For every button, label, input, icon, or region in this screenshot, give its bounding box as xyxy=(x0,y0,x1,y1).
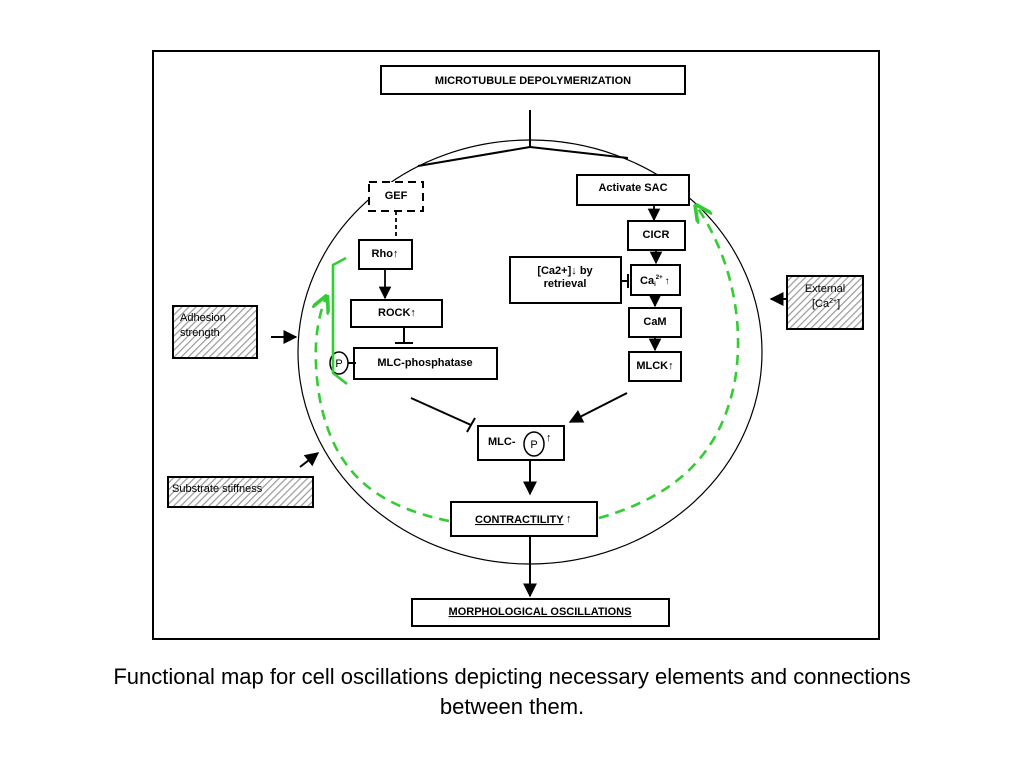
feedback-bracket xyxy=(331,256,348,386)
contractility-box: CONTRACTILITY ↑ xyxy=(450,501,598,537)
substrate-label: Substrate stiffness xyxy=(172,483,263,495)
rho-label: Rho↑ xyxy=(372,248,399,260)
cai-superscript: 2+ xyxy=(656,275,663,281)
microtubule-depolymerization-box: MICROTUBULE DEPOLYMERIZATION xyxy=(380,65,686,95)
outer-frame xyxy=(152,50,880,640)
rock-label: ROCK↑ xyxy=(378,307,416,319)
phosphatase-p-circle: P xyxy=(329,351,356,375)
rock-inhibits-phosphatase xyxy=(395,327,413,344)
contractility-label: CONTRACTILITY xyxy=(475,514,564,526)
external-superscript: 2+ xyxy=(829,298,837,305)
gef-box: GEF xyxy=(368,181,424,212)
mlc-phosphatase-box: MLC-phosphatase xyxy=(353,347,498,380)
activate-sac-box: Activate SAC xyxy=(576,174,690,206)
external-close: ] xyxy=(837,298,840,310)
cicr-box: CICR xyxy=(627,220,686,251)
morphological-label: MORPHOLOGICAL OSCILLATIONS xyxy=(449,606,632,618)
activate-sac-label: Activate SAC xyxy=(598,182,667,194)
cai-arrow: ↑ xyxy=(665,276,670,287)
ca-retrieval-line2: retrieval xyxy=(544,278,587,290)
functional-map-diagram: MICROTUBULE DEPOLYMERIZATION GEF Rho↑ RO… xyxy=(152,50,880,640)
phosphatase-inhibits-mlcp xyxy=(410,397,476,433)
adhesion-line1: Adhesion xyxy=(180,312,226,324)
external-line1: External xyxy=(805,283,845,295)
mlcp-arrow: ↑ xyxy=(546,432,552,444)
mlcp-p-label: P xyxy=(530,439,537,451)
contractility-arrow: ↑ xyxy=(566,513,572,525)
adhesion-strength-box: Adhesion strength xyxy=(172,305,258,359)
mlcp-prefix: MLC- xyxy=(488,436,516,448)
rho-box: Rho↑ xyxy=(358,239,413,270)
retrieval-inhibits-cai xyxy=(621,274,629,288)
cam-box: CaM xyxy=(628,307,682,338)
cam-label: CaM xyxy=(643,316,666,328)
phosphatase-p-label: P xyxy=(335,358,342,370)
cai-label: Ca xyxy=(640,275,655,287)
cicr-label: CICR xyxy=(643,229,670,241)
mlc-phosphatase-label: MLC-phosphatase xyxy=(377,357,472,369)
mlc-p-box: MLC- P ↑ xyxy=(477,425,565,461)
morphological-oscillations-box: MORPHOLOGICAL OSCILLATIONS xyxy=(411,598,670,627)
figure-caption: Functional map for cell oscillations dep… xyxy=(30,662,994,722)
svg-text:[Ca2+]: [Ca2+] xyxy=(812,298,840,310)
svg-text:Cai2+↑: Cai2+↑ xyxy=(640,275,670,288)
adhesion-line2: strength xyxy=(180,327,220,339)
caption-line1: Functional map for cell oscillations dep… xyxy=(113,664,911,689)
cai-subscript: i xyxy=(654,282,656,288)
microtubule-label: MICROTUBULE DEPOLYMERIZATION xyxy=(435,75,631,87)
substrate-stiffness-box: Substrate stiffness xyxy=(167,476,314,508)
ca-retrieval-box: [Ca2+]↓ by retrieval xyxy=(509,256,622,304)
mlck-box: MLCK↑ xyxy=(628,351,682,382)
cai-box: Cai2+↑ xyxy=(630,264,681,296)
feedback-right-dashed xyxy=(598,207,740,520)
mlck-to-mlcp-arrow xyxy=(568,392,628,423)
substrate-arrow xyxy=(299,452,320,468)
external-line2: [Ca xyxy=(812,298,830,310)
feedback-left-dashed xyxy=(316,298,450,523)
caption-line2: between them. xyxy=(439,694,585,719)
ca-retrieval-line1: [Ca2+]↓ by xyxy=(537,265,593,277)
external-ca-box: External [Ca2+] xyxy=(786,275,864,330)
rock-box: ROCK↑ xyxy=(350,299,443,328)
mlcp-p-circle xyxy=(523,431,545,457)
mlck-label: MLCK↑ xyxy=(636,360,673,372)
branch-connector xyxy=(417,110,629,167)
gef-label: GEF xyxy=(385,190,408,202)
